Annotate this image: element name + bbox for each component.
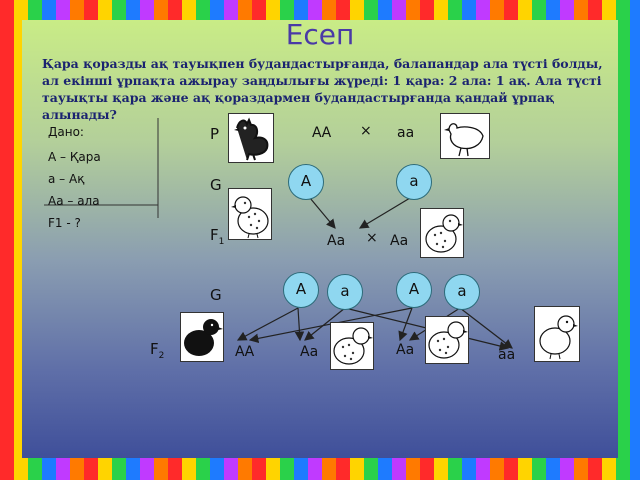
gamete-2-2: а <box>327 274 363 310</box>
f1-right-genotype: Аа <box>390 233 409 249</box>
f2-genotype-1: АА <box>235 344 255 360</box>
f2-genotype-2: Аа <box>300 344 319 360</box>
given-line-2: а – Ақ <box>48 172 85 186</box>
g-label-2: G <box>210 286 222 304</box>
p-label: P <box>210 125 220 143</box>
gamete-2-1: А <box>283 272 319 308</box>
slide-title: Есеп <box>285 18 355 51</box>
gamete-dominant-1: А <box>288 164 324 200</box>
f1-label: F1 <box>210 226 225 247</box>
slide-background <box>22 20 618 458</box>
rooster-icon <box>228 113 274 163</box>
given-line-3: Аа – ала <box>48 194 100 208</box>
f2-genotype-4: аа <box>498 347 516 363</box>
speckled-chick-icon <box>228 188 272 240</box>
gamete-recessive-1: а <box>396 164 432 200</box>
speckled-chick-icon <box>425 316 469 364</box>
f2-label: F2 <box>150 340 165 361</box>
f1-left-genotype: Аа <box>327 233 346 249</box>
g-label-1: G <box>210 176 222 194</box>
gamete-2-3: А <box>396 272 432 308</box>
given-line-4: F1 - ? <box>48 216 81 230</box>
p-cross-sign: × <box>360 123 372 139</box>
f2-genotype-3: Аа <box>396 342 415 358</box>
p-female-genotype: аа <box>397 125 415 141</box>
p-male-genotype: АА <box>312 125 332 141</box>
gamete-2-4: а <box>444 274 480 310</box>
given-line-1: А – Қара <box>48 150 101 164</box>
given-header: Дано: <box>48 125 84 139</box>
black-chick-icon <box>180 312 224 362</box>
hen-icon <box>440 113 490 159</box>
speckled-chick-icon <box>330 322 374 370</box>
white-chick-icon <box>534 306 580 362</box>
speckled-chick-icon <box>420 208 464 258</box>
f1-cross-sign: × <box>366 230 378 246</box>
task-text: Қара қоразды ақ тауықпен будандастырғанд… <box>42 56 603 122</box>
